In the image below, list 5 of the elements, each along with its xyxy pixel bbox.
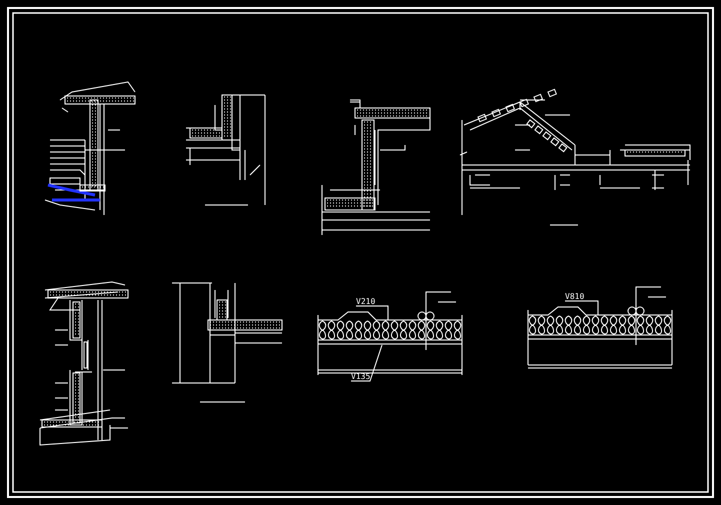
leader-line	[564, 300, 598, 316]
leader-line	[356, 306, 388, 320]
part-label: V810	[565, 292, 584, 301]
part-label: V210	[356, 297, 376, 306]
leader-line	[350, 344, 382, 382]
